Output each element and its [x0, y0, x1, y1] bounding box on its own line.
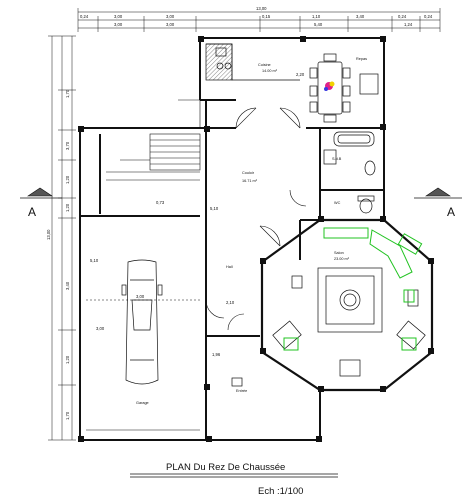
garage-door-line [86, 299, 200, 431]
dim-t1-6: 0,24 [398, 14, 407, 19]
dim-l-6: 1,70 [65, 411, 70, 420]
dim-t1-1: 3,00 [114, 14, 123, 19]
top-total-dimension: 13,00 [256, 6, 267, 11]
section-marker-left: A [20, 187, 62, 219]
section-label-left: A [28, 205, 36, 219]
room-corridor-label: Couloir [242, 171, 255, 175]
dim-t2-2: 5,40 [314, 22, 323, 27]
walls [79, 37, 434, 441]
dim-i-2: 2,10 [226, 300, 235, 305]
salon-furniture [272, 267, 426, 377]
top-dimension-row1: 0,24 3,00 3,00 0,15 1,10 3,40 0,24 0,24 [80, 14, 433, 19]
room-corridor-area: 16.71 m² [242, 179, 258, 183]
dim-t2-1: 3,00 [166, 22, 175, 27]
room-salon-label: Salon [334, 251, 344, 255]
dim-t1-7: 0,24 [424, 14, 433, 19]
car-icon [121, 259, 163, 385]
room-kitchen-label: Cuisine [258, 63, 271, 67]
dim-i-5: 0,73 [156, 200, 165, 205]
dim-t1-0: 0,24 [80, 14, 89, 19]
staircase [106, 99, 201, 181]
dim-i-0: 3,00 [136, 294, 145, 299]
dim-l-4: 3,40 [65, 281, 70, 290]
top-dimension-row2: 3,00 3,00 5,40 1,24 [114, 22, 413, 27]
green-furniture [283, 227, 423, 351]
room-garage-label: Garage [136, 401, 149, 405]
dim-l-2: 1,20 [65, 175, 70, 184]
title-block: PLAN Du Rez De Chaussée Ech :1/100 [130, 462, 338, 497]
room-entry-label: Entrée [236, 389, 247, 393]
kitchen-counter [205, 43, 300, 81]
door-swings [205, 107, 307, 331]
dim-t2-3: 1,24 [404, 22, 413, 27]
dining-table [309, 53, 351, 123]
dim-t1-5: 3,40 [356, 14, 365, 19]
decor-flowers-icon [324, 81, 335, 91]
dim-t1-3: 0,15 [262, 14, 271, 19]
room-bath-label: S.d.B [332, 157, 342, 161]
bathroom-fixtures [323, 131, 376, 214]
dim-i-7: 1,96 [212, 352, 221, 357]
room-wc-label: WC [334, 201, 341, 205]
dim-i-4: 5,10 [210, 206, 219, 211]
section-label-right: A [447, 205, 455, 219]
room-salon-area: 23.00 m² [334, 257, 350, 261]
cabinet [359, 73, 379, 95]
dim-l-3: 1,20 [65, 203, 70, 212]
room-kitchen-area: 14.00 m² [262, 69, 278, 73]
section-marker-right: A [414, 187, 462, 219]
plan-title: PLAN Du Rez De Chaussée [166, 462, 285, 473]
dim-t2-0: 3,00 [114, 22, 123, 27]
left-total-dimension: 13,00 [46, 229, 51, 240]
dim-l-0: 1,70 [65, 89, 70, 98]
top-dimension-lines [77, 8, 441, 32]
hall-cabinet [231, 377, 243, 387]
room-dining-label: Repas [356, 57, 367, 61]
plan-scale: Ech :1/100 [258, 486, 303, 497]
dim-i-3: 2,20 [296, 72, 305, 77]
dim-i-1: 3,00 [96, 326, 105, 331]
left-dimension-lines [48, 35, 76, 441]
dim-l-5: 1,20 [65, 355, 70, 364]
left-dimension-ticks: 1,70 3,70 1,20 1,20 3,40 1,20 1,70 [65, 89, 70, 420]
room-labels: Cuisine 14.00 m² Repas S.d.B Couloir 16.… [136, 57, 367, 405]
room-hall-label: Hall [226, 265, 233, 269]
interior-dimensions: 3,00 3,00 2,10 2,20 5,10 0,73 5,10 1,96 [90, 72, 305, 357]
dim-i-6: 5,10 [90, 258, 99, 263]
dim-t1-4: 1,10 [312, 14, 321, 19]
structural-columns [78, 36, 434, 442]
dim-l-1: 3,70 [65, 141, 70, 150]
dim-t1-2: 3,00 [166, 14, 175, 19]
